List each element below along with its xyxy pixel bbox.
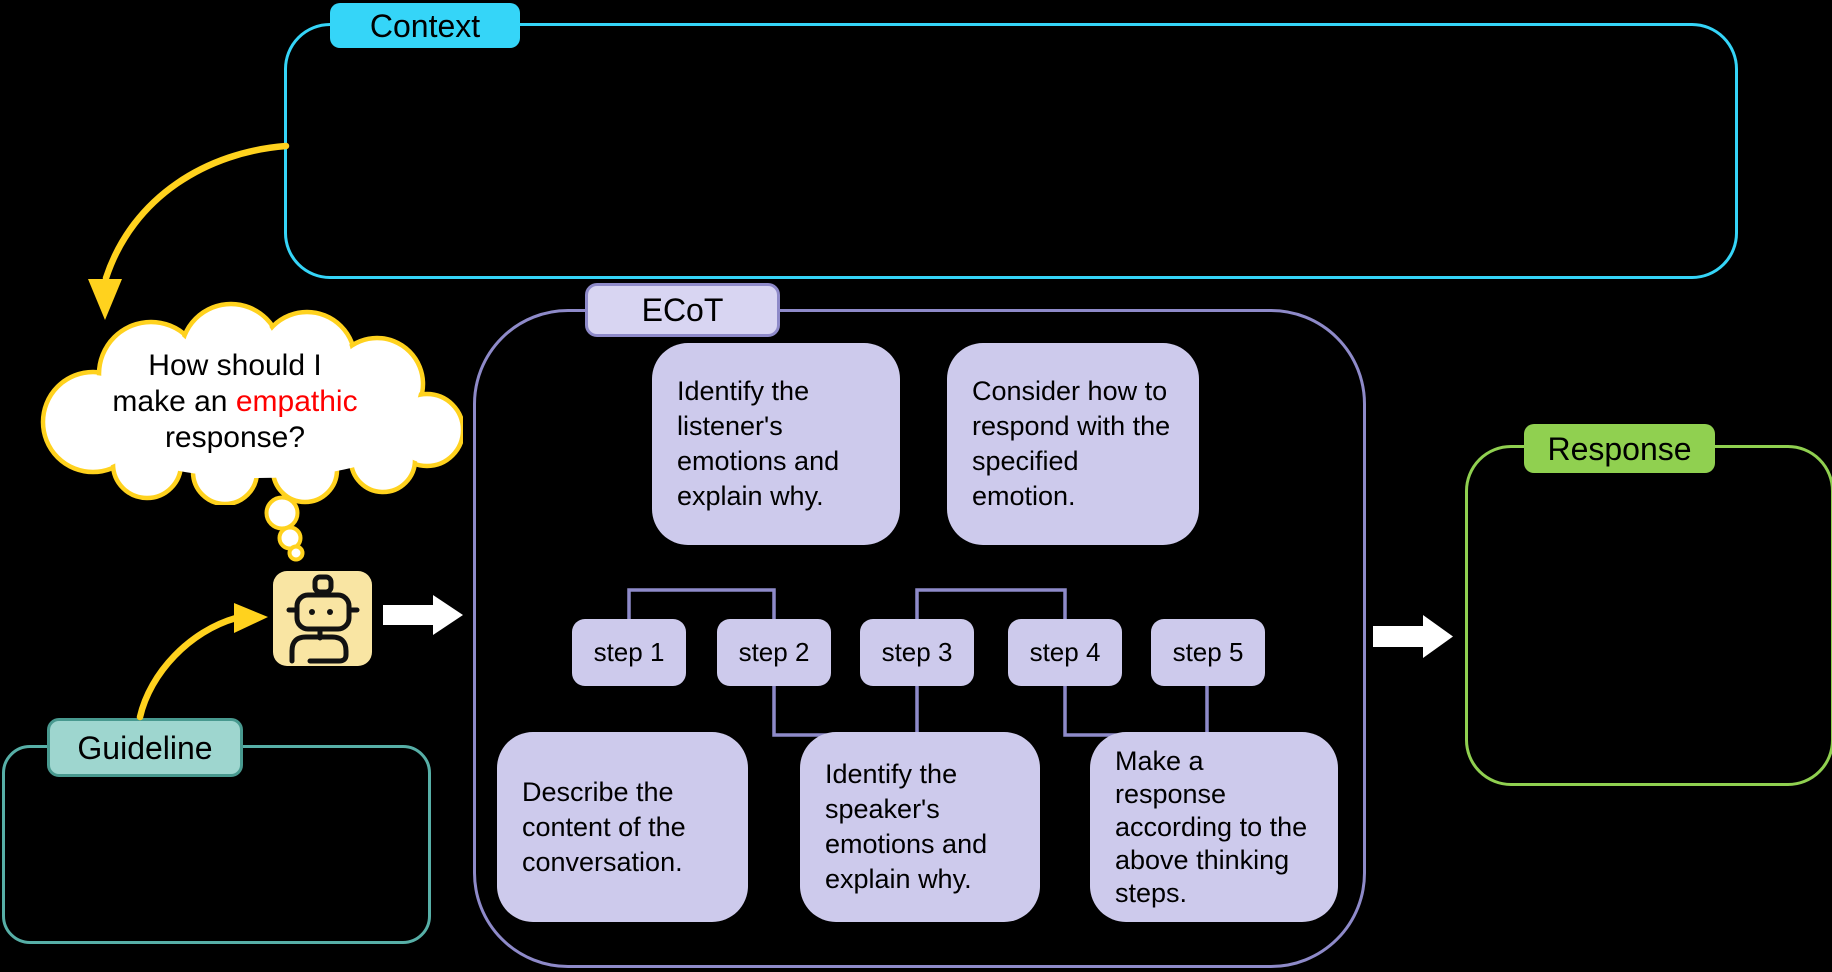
white-block-arrow-right-icon [1373,615,1453,658]
step-box-4: step 4 [1008,619,1122,686]
yellow-curved-arrow-icon [136,603,268,721]
highlighted-word: empathic [235,385,358,418]
ecot-panel [473,309,1366,968]
identify-listener-box: Identify the listener's emotions and exp… [652,343,900,545]
thought-cloud [40,301,463,505]
yellow-curved-arrow-icon [88,142,290,320]
identify-speaker-box: Identify the speaker's emotions and expl… [800,732,1040,922]
thought-line-1: How should I [148,349,322,382]
make-response-box: Make a response according to the above t… [1090,732,1338,922]
context-label-badge: Context [330,3,520,48]
ecot-label-badge: ECoT [585,283,780,337]
context-panel [284,23,1738,279]
step-box-1: step 1 [572,619,686,686]
response-label: Response [1547,430,1692,467]
step-box-2: step 2 [717,619,831,686]
describe-content-box: Describe the content of the conversation… [497,732,748,922]
context-label: Context [369,7,481,44]
ecot-label: ECoT [641,292,724,328]
response-label-badge: Response [1524,424,1715,473]
thought-line-3: response? [164,421,306,454]
thought-line-2: make an empathic [112,385,358,418]
step-box-5: step 5 [1151,619,1265,686]
robot-icon [273,571,372,666]
guideline-label: Guideline [77,729,213,766]
step-box-3: step 3 [860,619,974,686]
response-panel [1465,445,1832,786]
guideline-label-badge: Guideline [47,718,243,777]
thought-cloud-text: How should I make an empathic response? [60,348,410,456]
respond-with-emotion-box: Consider how to respond with the specifi… [947,343,1199,545]
thought-trail-icon [264,495,305,562]
white-block-arrow-right-icon [383,595,463,635]
